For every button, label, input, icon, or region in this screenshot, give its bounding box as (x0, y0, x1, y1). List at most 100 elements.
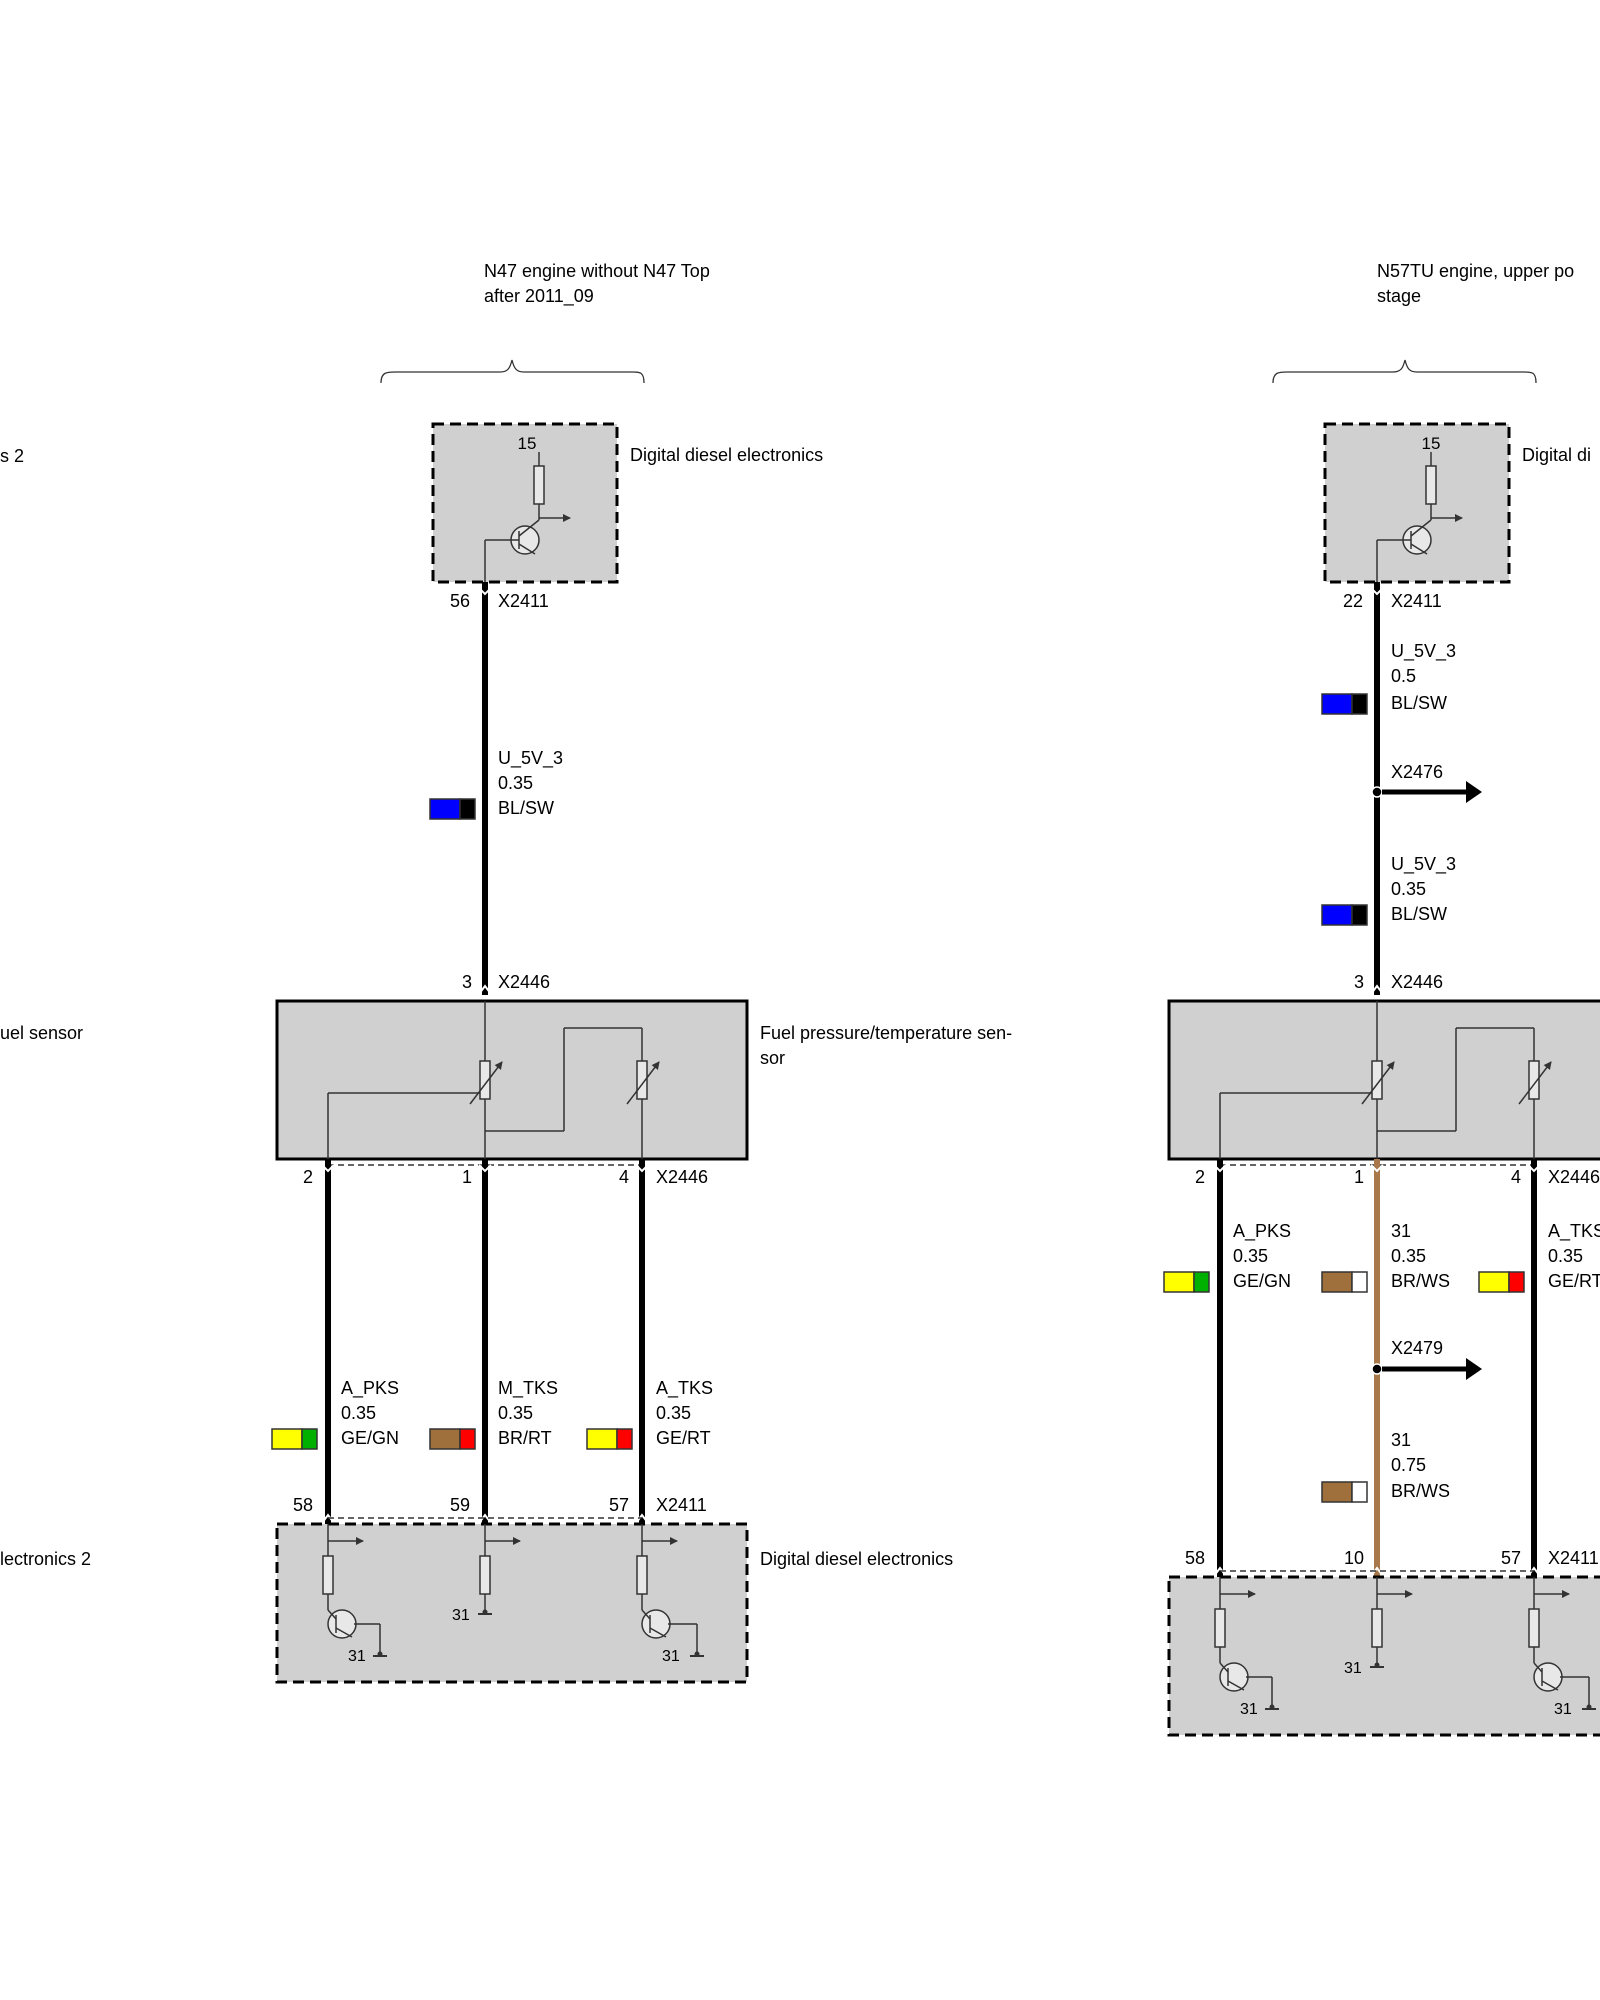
color-swatch-ge-rt (1478, 1271, 1525, 1293)
splice-point (1371, 786, 1383, 798)
dde-bottom-connector: X2411 (1548, 1548, 1599, 1568)
color-swatch-br-ws (1321, 1481, 1368, 1503)
dde-top-pin: 56 (450, 591, 470, 611)
wire-a-tks-color: GE/RT (1548, 1271, 1600, 1291)
fuel-sensor-component (1167, 999, 1600, 1161)
wire-u5v3-2-size: 0.35 (1391, 879, 1426, 899)
wire-ground-1-size: 0.35 (1391, 1246, 1426, 1266)
terminal-15-label: 15 (518, 434, 537, 453)
wire-m-tks-signal: M_TKS (498, 1378, 558, 1399)
dde-bottom-connector: X2411 (656, 1495, 707, 1515)
sensor-connector-bottom: X2446 (1548, 1167, 1600, 1187)
sensor-label-line1: Fuel pressure/temperature sen- (760, 1023, 1012, 1043)
left-edge-label-top: s 2 (0, 446, 24, 466)
wire-a-tks-signal: A_TKS (656, 1378, 713, 1399)
section-n47: N47 engine without N47 Top after 2011_09… (271, 261, 1012, 1684)
wire-a-pks-color: GE/GN (341, 1428, 399, 1448)
left-edge-label-mid: uel sensor (0, 1023, 83, 1043)
fuel-sensor-component (275, 999, 749, 1161)
left-edge-labels: s 2 uel sensor lectronics 2 (0, 446, 91, 1569)
wire-a-tks-color: GE/RT (656, 1428, 711, 1448)
section-title-line1: N57TU engine, upper po (1377, 261, 1574, 281)
splice-x2476-label: X2476 (1391, 762, 1443, 782)
wire-ground-1-signal: 31 (1391, 1221, 1411, 1241)
dde-top-connector: X2411 (1391, 591, 1442, 611)
color-swatch-ge-gn (1163, 1271, 1210, 1293)
wire-u5v3-2-color: BL/SW (1391, 904, 1447, 924)
sensor-pin-1: 1 (1354, 1167, 1364, 1187)
sensor-pin-top: 3 (462, 972, 472, 992)
wire-m-tks-size: 0.35 (498, 1403, 533, 1423)
sensor-pin-4: 4 (619, 1167, 629, 1187)
section-title-line2: after 2011_09 (484, 286, 594, 307)
dde-top-component: 15 (1323, 422, 1511, 584)
color-swatch-br-ws (1321, 1271, 1368, 1293)
sensor-connector-top: X2446 (498, 972, 550, 992)
section-brace (1272, 359, 1537, 384)
wire-a-pks-signal: A_PKS (341, 1378, 399, 1399)
sensor-pin-1: 1 (462, 1167, 472, 1187)
ground-31-label: 31 (1240, 1701, 1258, 1718)
section-title-line2: stage (1377, 286, 1421, 306)
wire-a-tks-size: 0.35 (1548, 1246, 1583, 1266)
ground-31-label: 31 (1344, 1660, 1362, 1677)
dde-top-pin: 22 (1343, 591, 1363, 611)
sensor-connector-top: X2446 (1391, 972, 1443, 992)
dde-bottom-component: 31 31 31 (1167, 1575, 1600, 1737)
ground-31-label: 31 (662, 1648, 680, 1665)
wire-u5v3-1-size: 0.5 (1391, 666, 1416, 686)
wire-a-pks-color: GE/GN (1233, 1271, 1291, 1291)
dde-top-connector: X2411 (498, 591, 549, 611)
dde-bottom-pin-59: 59 (450, 1495, 470, 1515)
dde-top-label: Digital diesel electronics (630, 445, 823, 465)
splice-point (1371, 1363, 1383, 1375)
ground-31-label: 31 (452, 1607, 470, 1624)
dde-bottom-pin-58: 58 (1185, 1548, 1205, 1568)
dde-top-component: 15 (431, 422, 619, 584)
wire-u5v3-size: 0.35 (498, 773, 533, 793)
left-edge-label-bottom: lectronics 2 (0, 1549, 91, 1569)
section-title-line1: N47 engine without N47 Top (484, 261, 710, 281)
dde-top-label: Digital di (1522, 445, 1591, 465)
wire-a-tks-signal: A_TKS (1548, 1221, 1600, 1242)
color-swatch-ge-gn (271, 1428, 318, 1450)
wire-u5v3-2-signal: U_5V_3 (1391, 854, 1456, 875)
ground-31-label: 31 (1554, 1701, 1572, 1718)
wire-m-tks-color: BR/RT (498, 1428, 552, 1448)
section-n57tu: N57TU engine, upper po stage 15 Digital … (1163, 261, 1600, 1737)
color-swatch-bl-sw (1321, 693, 1368, 715)
dde-bottom-pin-58: 58 (293, 1495, 313, 1515)
wire-ground-2-color: BR/WS (1391, 1481, 1450, 1501)
color-swatch-br-rt (429, 1428, 476, 1450)
sensor-pin-top: 3 (1354, 972, 1364, 992)
sensor-pin-4: 4 (1511, 1167, 1521, 1187)
wire-a-pks-size: 0.35 (1233, 1246, 1268, 1266)
color-swatch-ge-rt (586, 1428, 633, 1450)
color-swatch-bl-sw (1321, 904, 1368, 926)
dde-bottom-pin-10: 10 (1344, 1548, 1364, 1568)
dde-bottom-pin-57: 57 (1501, 1548, 1521, 1568)
terminal-15-label: 15 (1422, 434, 1441, 453)
splice-x2479-label: X2479 (1391, 1338, 1443, 1358)
sensor-pin-2: 2 (1195, 1167, 1205, 1187)
dde-bottom-component: 31 31 31 (275, 1522, 749, 1684)
dde-bottom-pin-57: 57 (609, 1495, 629, 1515)
wire-a-tks-size: 0.35 (656, 1403, 691, 1423)
wire-ground-2-signal: 31 (1391, 1430, 1411, 1450)
wire-u5v3-signal: U_5V_3 (498, 748, 563, 769)
wire-a-pks-size: 0.35 (341, 1403, 376, 1423)
section-brace (380, 359, 645, 384)
dde-bottom-label: Digital diesel electronics (760, 1549, 953, 1569)
wire-u5v3-1-signal: U_5V_3 (1391, 641, 1456, 662)
color-swatch-bl-sw (429, 798, 476, 820)
wire-u5v3-color: BL/SW (498, 798, 554, 818)
sensor-label-line2: sor (760, 1048, 785, 1068)
wire-a-pks-signal: A_PKS (1233, 1221, 1291, 1242)
ground-31-label: 31 (348, 1648, 366, 1665)
wire-ground-2-size: 0.75 (1391, 1455, 1426, 1475)
wire-u5v3-1-color: BL/SW (1391, 693, 1447, 713)
wire-ground-1-color: BR/WS (1391, 1271, 1450, 1291)
sensor-connector-bottom: X2446 (656, 1167, 708, 1187)
sensor-pin-2: 2 (303, 1167, 313, 1187)
